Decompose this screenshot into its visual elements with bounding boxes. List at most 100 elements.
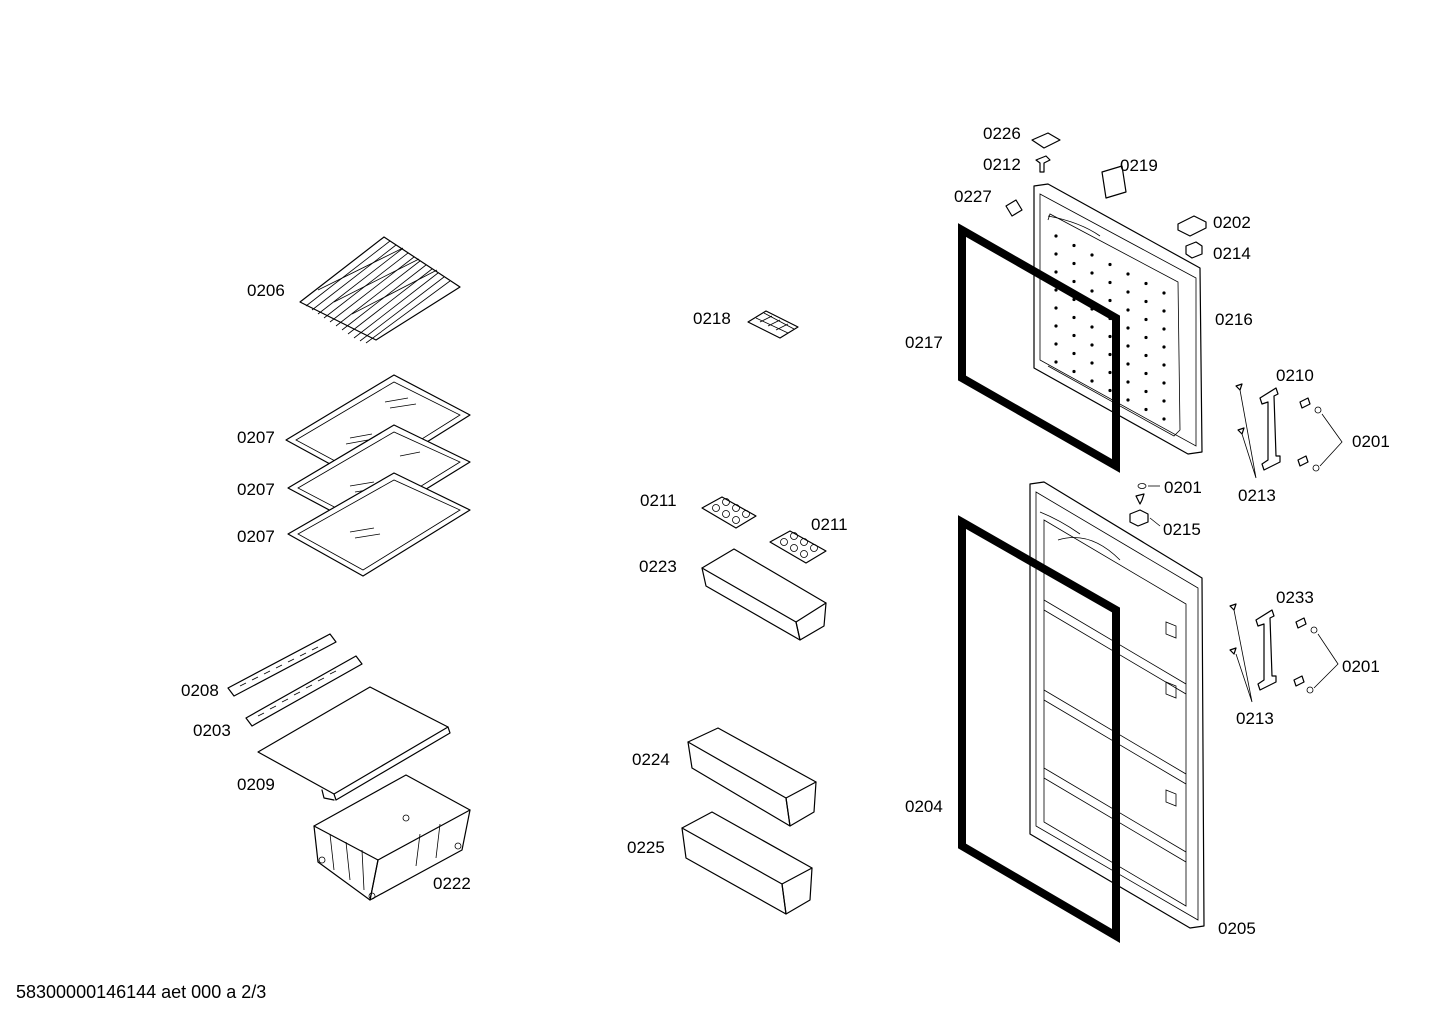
liner-dot	[1108, 388, 1112, 393]
liner-dot	[1162, 309, 1166, 313]
label-0214: 0214	[1213, 244, 1251, 263]
liner-dot	[1090, 343, 1094, 347]
liner-dot	[1144, 353, 1148, 358]
label-0224: 0224	[632, 750, 670, 769]
freezer-door-dots	[1054, 234, 1166, 421]
liner-dot	[1090, 271, 1094, 275]
label-0215: 0215	[1163, 520, 1201, 539]
label-0225: 0225	[627, 838, 665, 857]
liner-dot	[1126, 290, 1130, 294]
egg-tray-0211-right	[769, 530, 827, 564]
liner-dot	[1054, 306, 1058, 310]
liner-dot	[1072, 333, 1076, 338]
label-0212: 0212	[983, 155, 1021, 174]
label-0207-top: 0207	[237, 428, 275, 447]
liner-dot	[1054, 324, 1058, 328]
liner-dot	[1108, 262, 1112, 267]
screws-upper	[1235, 383, 1343, 479]
label-0203: 0203	[193, 721, 231, 740]
label-0211-right: 0211	[811, 515, 848, 534]
liner-dot	[1162, 399, 1166, 403]
liner-dot	[1072, 279, 1076, 284]
liner-dot	[1090, 253, 1094, 257]
liner-dot	[1054, 342, 1058, 346]
door-bin-0225	[681, 811, 813, 915]
label-plate-0219	[1101, 165, 1127, 199]
cap-0226	[1031, 132, 1061, 149]
liner-dot	[1108, 298, 1112, 303]
liner-dot	[1162, 291, 1166, 295]
liner-dot	[1054, 234, 1058, 238]
liner-dot	[1108, 280, 1112, 285]
label-0204: 0204	[905, 797, 943, 816]
label-0233: 0233	[1276, 588, 1314, 607]
label-0206: 0206	[247, 281, 285, 300]
label-0211-left: 0211	[640, 491, 677, 510]
label-0207-bottom: 0207	[237, 527, 275, 546]
label-0222: 0222	[433, 874, 471, 893]
label-0217: 0217	[905, 333, 943, 352]
liner-dot	[1090, 379, 1094, 383]
label-0213-upper: 0213	[1238, 486, 1276, 505]
liner-dot	[1162, 345, 1166, 349]
liner-dot	[1162, 417, 1166, 421]
label-0201-middle: 0201	[1164, 478, 1202, 497]
liner-dot	[1144, 281, 1148, 286]
freezer-gasket-0217	[958, 223, 1120, 473]
wire-shelf-0206	[299, 236, 461, 344]
label-0223: 0223	[639, 557, 677, 576]
liner-dot	[1144, 389, 1148, 394]
handle-0210	[1259, 387, 1281, 471]
liner-dot	[1126, 344, 1130, 348]
liner-dot	[1072, 351, 1076, 356]
liner-dot	[1054, 360, 1058, 364]
label-0227: 0227	[954, 187, 992, 206]
label-0226: 0226	[983, 124, 1021, 143]
liner-dot	[1090, 325, 1094, 329]
liner-dot	[1162, 381, 1166, 385]
door-bin-0223	[701, 548, 827, 641]
handle-0233	[1255, 609, 1277, 691]
label-0216: 0216	[1215, 310, 1253, 329]
liner-dot	[1126, 272, 1130, 276]
liner-dot	[1072, 261, 1076, 266]
liner-dot	[1126, 380, 1130, 384]
label-0201-upper: 0201	[1352, 432, 1390, 451]
liner-dot	[1144, 407, 1148, 412]
fridge-gasket-0204	[958, 515, 1120, 943]
liner-dot	[1126, 326, 1130, 330]
liner-dot	[1144, 299, 1148, 304]
label-0210: 0210	[1276, 366, 1314, 385]
document-footer-code: 58300000146144 aet 000 a 2/3	[16, 982, 266, 1002]
liner-dot	[1090, 289, 1094, 293]
liner-dot	[1162, 363, 1166, 367]
ice-tray-0218	[747, 310, 799, 339]
label-0218: 0218	[693, 309, 731, 328]
liner-dot	[1072, 315, 1076, 320]
liner-dot	[1144, 371, 1148, 376]
rail-0203	[245, 655, 363, 727]
liner-dot	[1108, 334, 1112, 339]
label-0205: 0205	[1218, 919, 1256, 938]
cap-0202	[1177, 215, 1207, 237]
liner-dot	[1054, 270, 1058, 274]
liner-dot	[1054, 252, 1058, 256]
liner-dot	[1126, 398, 1130, 402]
crisper-drawer-0222	[313, 774, 471, 901]
cover-0227	[1005, 199, 1023, 217]
liner-dot	[1072, 369, 1076, 374]
crisper-cover-0209	[257, 686, 451, 801]
rail-0208	[227, 633, 337, 697]
label-0219: 0219	[1120, 156, 1158, 175]
liner-dot	[1126, 308, 1130, 312]
liner-dot	[1054, 288, 1058, 292]
door-bin-0224	[687, 727, 817, 827]
liner-dot	[1162, 327, 1166, 331]
label-0201-lower: 0201	[1342, 657, 1380, 676]
liner-dot	[1072, 243, 1076, 248]
glass-shelf-0207-bottom	[287, 472, 471, 577]
egg-tray-0211-left	[701, 496, 757, 529]
label-0202: 0202	[1213, 213, 1251, 232]
liner-dot	[1090, 361, 1094, 365]
